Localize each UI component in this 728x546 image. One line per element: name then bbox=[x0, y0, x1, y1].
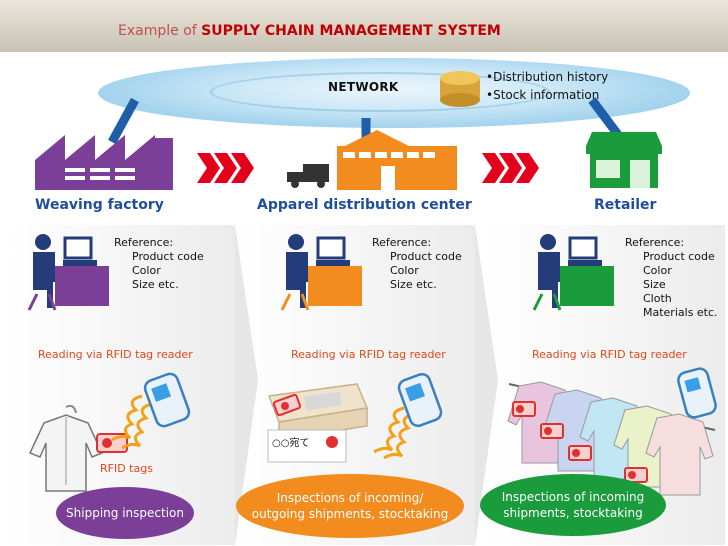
reference-item: Product code bbox=[643, 250, 715, 263]
worker-computer-icon-weaving bbox=[27, 234, 109, 311]
header-bar: Example of SUPPLY CHAIN MANAGEMENT SYSTE… bbox=[0, 0, 728, 52]
reading-label-distribution: Reading via RFID tag reader bbox=[291, 348, 446, 361]
activity-oval-weaving: Shipping inspection bbox=[56, 487, 194, 539]
rfid-tags-label: RFID tags bbox=[100, 462, 153, 475]
activity-line: shipments, stocktaking bbox=[503, 506, 643, 520]
reference-distribution: Reference: Product code Color Size etc. bbox=[372, 236, 462, 292]
reading-label-weaving: Reading via RFID tag reader bbox=[38, 348, 193, 361]
reference-item: Product code bbox=[390, 250, 462, 263]
link-weaving bbox=[108, 97, 139, 145]
network-cloud-ring bbox=[210, 72, 550, 112]
reference-item: Product code bbox=[132, 250, 204, 263]
worker-computer-icon-distribution bbox=[280, 234, 362, 311]
entity-title-weaving-factory: Weaving factory bbox=[35, 197, 164, 213]
rfid-reader-icon-retailer bbox=[677, 367, 717, 419]
entity-title-distribution-center: Apparel distribution center bbox=[257, 197, 472, 213]
activity-line: outgoing shipments, stocktaking bbox=[251, 507, 449, 521]
database-item-stock-information: •Stock information bbox=[486, 88, 600, 102]
shirt-icon bbox=[28, 404, 104, 492]
store-icon bbox=[586, 132, 662, 188]
address-label: ○○宛て bbox=[267, 429, 347, 463]
activity-oval-distribution: Inspections of incoming/ outgoing shipme… bbox=[236, 474, 464, 538]
reference-item: Size bbox=[643, 278, 666, 291]
page-title: Example of SUPPLY CHAIN MANAGEMENT SYSTE… bbox=[118, 23, 501, 39]
reference-item: Size etc. bbox=[390, 278, 437, 291]
activity-line: Inspections of incoming/ bbox=[276, 491, 424, 505]
chevron-1 bbox=[235, 225, 258, 545]
rfid-reader-icon-weaving bbox=[111, 372, 191, 450]
reference-item: Size etc. bbox=[132, 278, 179, 291]
flow-arrow-1 bbox=[197, 153, 254, 183]
reference-item: Color bbox=[643, 264, 672, 277]
reference-heading: Reference: bbox=[372, 236, 432, 249]
reference-retailer: Reference: Product code Color Size Cloth… bbox=[625, 236, 718, 320]
title-prefix: Example of bbox=[118, 23, 197, 39]
clothes-rack-icon bbox=[507, 381, 716, 496]
reference-weaving: Reference: Product code Color Size etc. bbox=[114, 236, 204, 292]
rfid-reader-icon-distribution bbox=[373, 372, 443, 460]
title-main: SUPPLY CHAIN MANAGEMENT SYSTEM bbox=[201, 23, 501, 39]
entity-title-retailer: Retailer bbox=[594, 197, 657, 213]
activity-oval-retailer: Inspections of incoming shipments, stock… bbox=[480, 474, 666, 536]
reference-item: Color bbox=[390, 264, 419, 277]
factory-icon bbox=[35, 135, 173, 190]
chevron-2 bbox=[475, 225, 498, 545]
flow-arrow-2 bbox=[482, 153, 539, 183]
activity-line: Shipping inspection bbox=[66, 506, 184, 520]
reference-heading: Reference: bbox=[114, 236, 174, 249]
truck-icon bbox=[287, 164, 329, 188]
activity-line: Inspections of incoming bbox=[501, 490, 645, 504]
worker-computer-icon-retailer bbox=[532, 234, 614, 311]
reference-heading: Reference: bbox=[625, 236, 685, 249]
reference-item: Color bbox=[132, 264, 161, 277]
warehouse-icon bbox=[287, 130, 457, 190]
box-label-text: ○○宛て bbox=[272, 436, 309, 449]
reference-item: Materials etc. bbox=[643, 306, 718, 319]
network-label: NETWORK bbox=[328, 80, 399, 94]
database-item-distribution-history: •Distribution history bbox=[486, 70, 609, 84]
database-icon bbox=[440, 71, 480, 107]
reading-label-retailer: Reading via RFID tag reader bbox=[532, 348, 687, 361]
reference-item: Cloth bbox=[643, 292, 672, 305]
rfid-tag-icon-weaving bbox=[96, 433, 128, 453]
